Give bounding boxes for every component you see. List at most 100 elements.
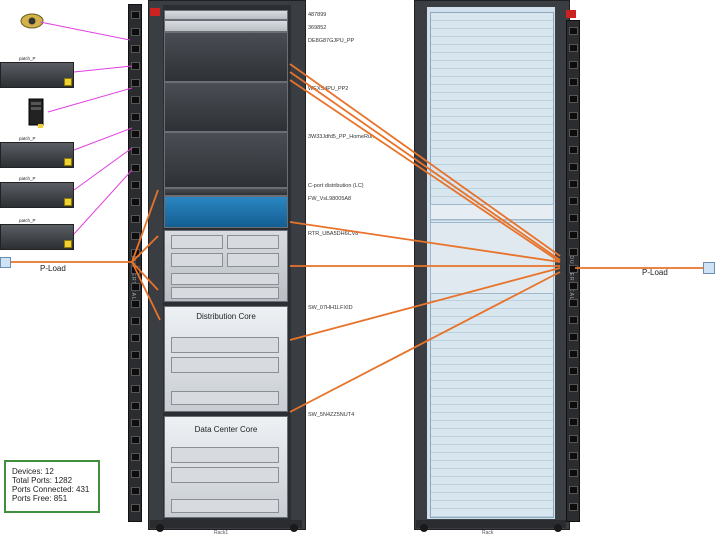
pdu-outlet[interactable]	[131, 181, 140, 189]
pdu-outlet[interactable]	[569, 27, 578, 35]
rack-caster	[290, 524, 298, 532]
pdu-outlet[interactable]	[131, 198, 140, 206]
right-pdu[interactable]: PDU_VERTICAL	[566, 20, 580, 522]
pdu-outlet[interactable]	[569, 44, 578, 52]
side-device-4[interactable]: patch_P	[0, 218, 74, 250]
firewall-device[interactable]	[164, 196, 288, 228]
pdu-outlet[interactable]	[131, 419, 140, 427]
pdu-outlet[interactable]	[131, 232, 140, 240]
pdu-outlet[interactable]	[569, 452, 578, 460]
left-pdu[interactable]: PDU_VERTICAL	[128, 4, 142, 522]
pdu-outlet[interactable]	[131, 436, 140, 444]
pdu-outlet[interactable]	[131, 28, 140, 36]
pdu-outlet[interactable]	[569, 350, 578, 358]
side-device-tag: patch_P	[19, 176, 36, 181]
pdu-outlet[interactable]	[131, 113, 140, 121]
pdu-outlet[interactable]	[569, 469, 578, 477]
stats-devices: Devices: 12	[12, 467, 54, 476]
pdu-outlet[interactable]	[131, 215, 140, 223]
pdu-outlet[interactable]	[131, 283, 140, 291]
pdu-outlet[interactable]	[569, 435, 578, 443]
left-rack-base	[150, 520, 302, 528]
patch-line[interactable]	[73, 127, 133, 151]
router-blade	[171, 287, 279, 299]
pdu-outlet[interactable]	[569, 61, 578, 69]
router-blade	[171, 253, 223, 267]
pdu-outlet[interactable]	[569, 180, 578, 188]
pdu-outlet[interactable]	[131, 164, 140, 172]
pdu-outlet[interactable]	[131, 300, 140, 308]
pdu-outlet[interactable]	[569, 248, 578, 256]
pdu-outlet[interactable]	[131, 402, 140, 410]
pdu-outlet[interactable]	[131, 45, 140, 53]
pdu-outlet[interactable]	[569, 112, 578, 120]
power-outlet-right[interactable]	[703, 262, 715, 274]
data-center-core-switch[interactable]: Data Center Core	[164, 416, 288, 518]
cport-distribution[interactable]	[164, 188, 288, 196]
device-label: DE8G87GJPU_PP	[308, 38, 355, 44]
pdu-outlet[interactable]	[131, 62, 140, 70]
pdu-outlet[interactable]	[569, 401, 578, 409]
pdu-outlet[interactable]	[131, 385, 140, 393]
pdu-outlet[interactable]	[569, 197, 578, 205]
pdu-outlet[interactable]	[569, 384, 578, 392]
tower-device[interactable]	[28, 98, 44, 128]
pdu-outlet[interactable]	[131, 487, 140, 495]
pdu-outlet[interactable]	[131, 368, 140, 376]
rack-caster	[420, 524, 428, 532]
pdu-outlet[interactable]	[131, 504, 140, 512]
side-device-2[interactable]: patch_P	[0, 136, 74, 168]
patch-panel-3w33[interactable]	[164, 132, 288, 188]
pdu-outlet[interactable]	[569, 418, 578, 426]
camera-device[interactable]	[20, 12, 44, 30]
pdu-outlet[interactable]	[131, 11, 140, 19]
pdu-outlet[interactable]	[131, 453, 140, 461]
patch-line[interactable]	[73, 65, 133, 73]
distribution-core-switch[interactable]: Distribution Core	[164, 306, 288, 412]
pdu-outlet[interactable]	[569, 163, 578, 171]
pdu-outlet[interactable]	[131, 249, 140, 257]
power-outlet-left[interactable]	[0, 257, 11, 268]
pdu-outlet[interactable]	[131, 317, 140, 325]
side-device-3[interactable]: patch_P	[0, 176, 74, 208]
pdu-outlet[interactable]	[569, 231, 578, 239]
pdu-outlet[interactable]	[131, 147, 140, 155]
rack-device-487899[interactable]	[164, 10, 288, 20]
device-label: FW_VsL98005A8	[308, 196, 352, 202]
pdu-outlet[interactable]	[569, 486, 578, 494]
pdu-outlet[interactable]	[131, 79, 140, 87]
pdu-outlet[interactable]	[569, 367, 578, 375]
device-label: WEXS4PU_PP2	[308, 86, 349, 92]
patch-line[interactable]	[73, 147, 133, 191]
patch-panel-de8g[interactable]	[164, 32, 288, 82]
switch-module	[171, 499, 279, 513]
pdu-outlet[interactable]	[131, 266, 140, 274]
pdu-outlet[interactable]	[569, 333, 578, 341]
device-label: SW_07HH1LFXID	[308, 305, 353, 311]
pdu-outlet[interactable]	[569, 95, 578, 103]
pdu-outlet[interactable]	[131, 470, 140, 478]
pdu-outlet[interactable]	[569, 503, 578, 511]
side-device-1[interactable]: patch_P	[0, 56, 74, 88]
patch-line[interactable]	[73, 169, 133, 235]
pdu-outlet[interactable]	[131, 351, 140, 359]
pdu-outlet[interactable]	[569, 146, 578, 154]
pdu-outlet[interactable]	[569, 214, 578, 222]
patch-panel-wexs[interactable]	[164, 82, 288, 132]
patch-line[interactable]	[39, 21, 131, 41]
warning-icon	[64, 78, 72, 86]
pdu-outlet[interactable]	[569, 316, 578, 324]
pdu-outlet[interactable]	[569, 282, 578, 290]
pdu-outlet[interactable]	[569, 299, 578, 307]
right-rack-panel	[430, 222, 554, 294]
switch-module	[171, 467, 279, 483]
patch-line[interactable]	[47, 87, 133, 113]
pdu-outlet[interactable]	[569, 265, 578, 273]
pdu-outlet[interactable]	[131, 334, 140, 342]
pdu-outlet[interactable]	[131, 130, 140, 138]
router-device[interactable]	[164, 230, 288, 302]
pdu-outlet[interactable]	[569, 129, 578, 137]
pdu-outlet[interactable]	[131, 96, 140, 104]
rack-device-369852[interactable]	[164, 20, 288, 32]
pdu-outlet[interactable]	[569, 78, 578, 86]
